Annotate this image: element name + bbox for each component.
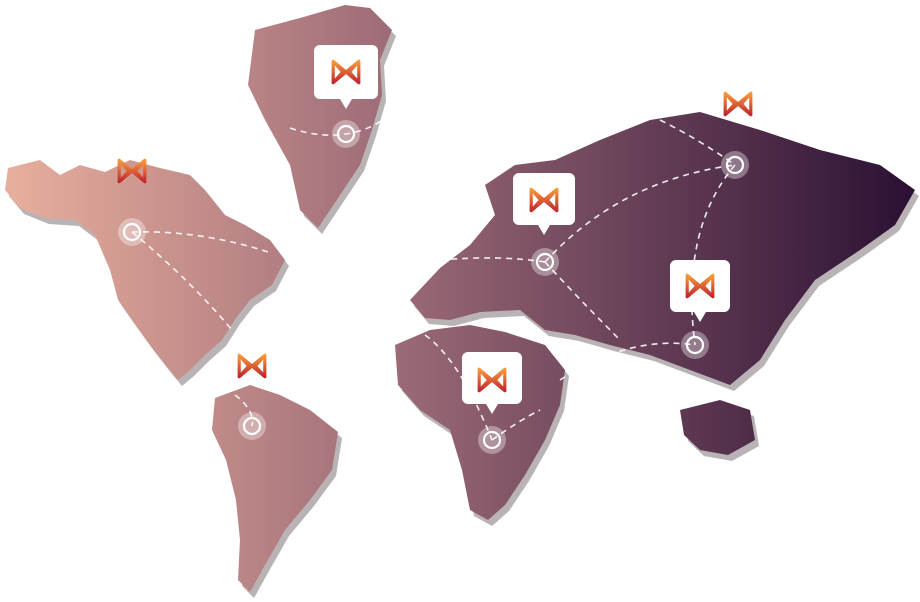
greenland-landmass bbox=[248, 5, 392, 228]
brand-logo-icon bbox=[670, 260, 730, 322]
location-nodes bbox=[118, 120, 749, 454]
southeast-asia-landmass bbox=[680, 400, 755, 455]
brand-logo-icon bbox=[314, 45, 378, 109]
location-node-east-asia[interactable] bbox=[681, 331, 709, 359]
location-node-africa[interactable] bbox=[478, 426, 506, 454]
location-node-north-america[interactable] bbox=[118, 218, 146, 246]
brand-logo-icon bbox=[513, 173, 575, 235]
south-america-landmass bbox=[212, 385, 338, 592]
location-node-greenland[interactable] bbox=[332, 120, 360, 148]
location-node-europe[interactable] bbox=[531, 248, 559, 276]
continents bbox=[5, 5, 915, 592]
north-america-landmass bbox=[5, 160, 285, 380]
africa-landmass bbox=[395, 325, 565, 520]
brand-logo-icon bbox=[723, 91, 753, 117]
brand-markers bbox=[117, 45, 753, 414]
brand-logo-icon bbox=[462, 352, 522, 414]
brand-logo-icon bbox=[237, 353, 267, 379]
location-node-north-asia[interactable] bbox=[721, 151, 749, 179]
location-node-south-america[interactable] bbox=[238, 412, 266, 440]
